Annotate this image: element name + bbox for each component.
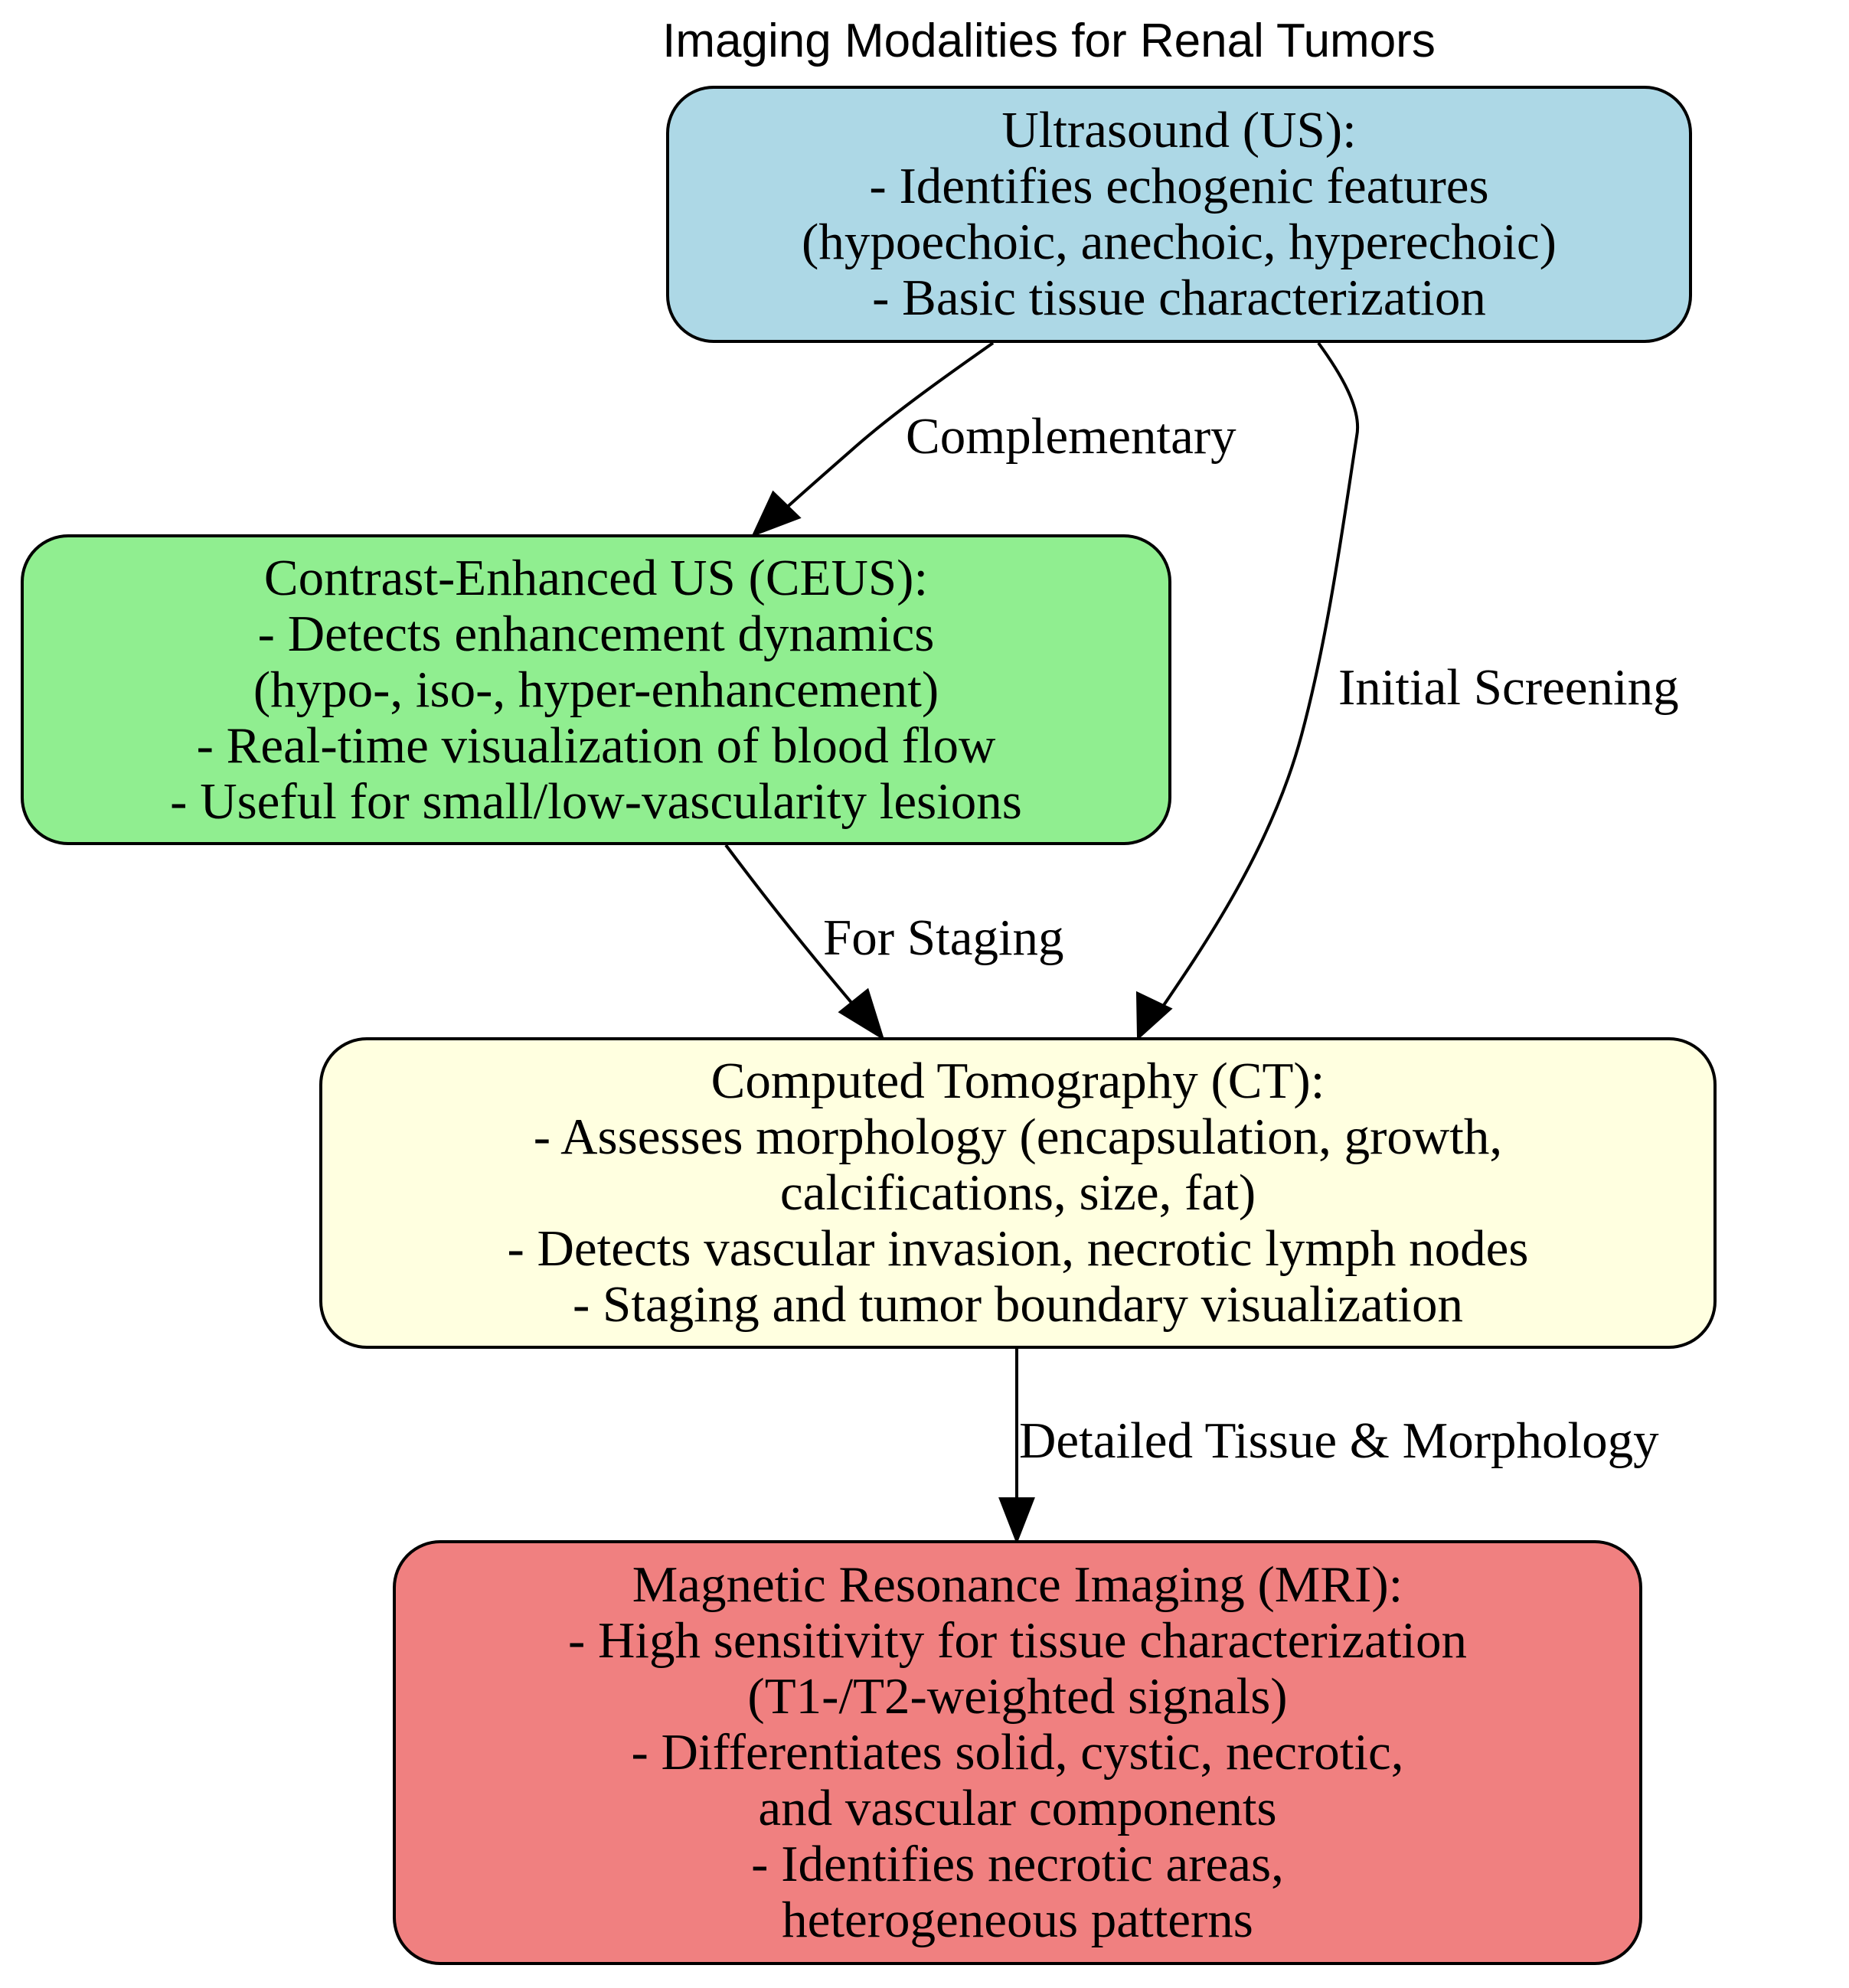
node-ceus-line: - Real-time visualization of blood flow (196, 717, 996, 774)
arrowhead-ceus-to-ct (838, 987, 885, 1041)
node-mri-line: and vascular components (758, 1780, 1277, 1836)
node-mri-line: - Identifies necrotic areas, (751, 1836, 1284, 1892)
node-mri-line: heterogeneous patterns (782, 1892, 1253, 1948)
node-ct-line: calcifications, size, fat) (779, 1164, 1256, 1221)
node-ceus-line: Contrast-Enhanced US (CEUS): (263, 549, 929, 606)
arrowhead-ct-to-mri (998, 1497, 1035, 1545)
node-ultrasound-line: (hypoechoic, anechoic, hyperechoic) (802, 214, 1557, 270)
node-ceus: Contrast-Enhanced US (CEUS): - Detects e… (21, 534, 1171, 845)
node-mri-line: - High sensitivity for tissue characteri… (567, 1612, 1467, 1669)
node-ct-line: - Detects vascular invasion, necrotic ly… (507, 1220, 1529, 1277)
node-ceus-line: (hypo-, iso-, hyper-enhancement) (253, 661, 939, 718)
node-mri-line: Magnetic Resonance Imaging (MRI): (632, 1556, 1403, 1613)
node-ct: Computed Tomography (CT): - Assesses mor… (319, 1037, 1717, 1349)
node-ct-line: - Staging and tumor boundary visualizati… (573, 1276, 1463, 1333)
node-mri-line: (T1-/T2-weighted signals) (747, 1668, 1288, 1725)
edge-label-complementary: Complementary (906, 408, 1236, 465)
node-ct-line: Computed Tomography (CT): (711, 1053, 1325, 1109)
arrowhead-us-to-ceus (751, 490, 802, 537)
edge-label-detailed-tissue-morphology: Detailed Tissue & Morphology (1019, 1413, 1659, 1469)
edge-label-for-staging: For Staging (823, 909, 1064, 966)
diagram-title: Imaging Modalities for Renal Tumors (662, 15, 1436, 67)
node-ct-line: - Assesses morphology (encapsulation, gr… (533, 1108, 1503, 1165)
node-ceus-line: - Detects enhancement dynamics (257, 605, 935, 662)
node-mri-line: - Differentiates solid, cystic, necrotic… (631, 1724, 1404, 1781)
edge-label-initial-screening: Initial Screening (1338, 659, 1679, 716)
node-ultrasound-line: Ultrasound (US): (1001, 102, 1357, 158)
node-ultrasound-line: - Identifies echogenic features (869, 158, 1489, 214)
node-mri: Magnetic Resonance Imaging (MRI): - High… (393, 1540, 1642, 1965)
node-ultrasound: Ultrasound (US): - Identifies echogenic … (666, 86, 1692, 343)
node-ultrasound-line: - Basic tissue characterization (872, 269, 1486, 326)
node-ceus-line: - Useful for small/low-vascularity lesio… (170, 772, 1022, 830)
arrowhead-us-to-ct (1135, 991, 1173, 1041)
